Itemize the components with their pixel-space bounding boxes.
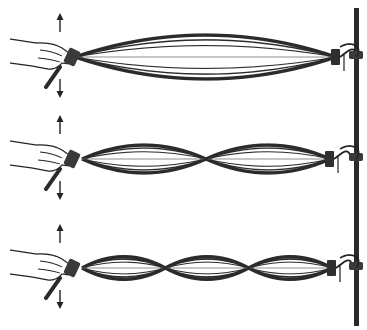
up-arrow-icon	[57, 13, 64, 20]
string-envelope	[75, 40, 336, 57]
hand-icon	[10, 250, 74, 280]
wave-node	[204, 157, 208, 161]
pole-bracket	[349, 51, 363, 59]
clamp-block	[327, 260, 336, 276]
vibrator-handle	[46, 67, 60, 87]
hand-icon	[10, 141, 74, 171]
pole-bracket	[349, 262, 363, 270]
pole-bracket	[349, 153, 363, 161]
hook-icon	[334, 151, 350, 159]
hand-icon	[10, 39, 74, 69]
clamp-block	[325, 151, 334, 167]
up-arrow-icon	[57, 224, 64, 231]
down-arrow-icon	[57, 302, 64, 309]
vibrator-handle	[46, 169, 60, 189]
wave-panel	[10, 13, 363, 98]
wave-panel	[10, 224, 363, 309]
wave-node	[247, 266, 251, 270]
wave-node	[163, 266, 167, 270]
wave-panel	[10, 115, 363, 200]
down-arrow-icon	[57, 193, 64, 200]
clamp-block	[331, 49, 340, 65]
up-arrow-icon	[57, 115, 64, 122]
string-envelope	[75, 57, 336, 74]
vibrator-handle	[46, 278, 60, 298]
down-arrow-icon	[57, 91, 64, 98]
